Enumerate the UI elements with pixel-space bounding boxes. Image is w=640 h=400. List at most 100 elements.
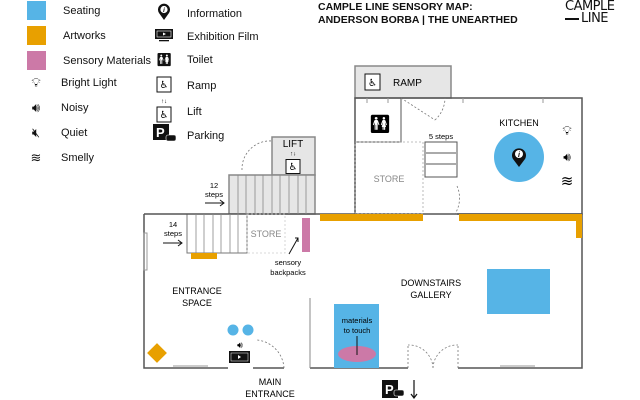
map-title: CAMPLE LINE SENSORY MAP: ANDERSON BORBA … (318, 1, 518, 27)
logo-line-1: CAMPLE (565, 0, 615, 14)
entrance-space-label: ENTRANCE (172, 286, 222, 296)
seating-swatch (27, 1, 46, 20)
ramp-label: RAMP (393, 78, 422, 89)
fourteen-steps-label: steps (164, 229, 182, 238)
legend-label: Seating (63, 4, 101, 17)
svg-text:i: i (163, 8, 165, 14)
store-label: STORE (251, 229, 282, 239)
legend-label: Smelly (61, 152, 95, 164)
svg-text:♿︎: ♿︎ (160, 80, 169, 91)
legend-artworks: Artworks (27, 26, 106, 45)
legend-parking: P Parking (153, 124, 224, 147)
main-floor-walls (143, 213, 583, 369)
ramp-icon: ♿︎ (153, 76, 175, 96)
speaker-loud-icon: 🔊︎ (31, 100, 41, 115)
artworks-swatch (27, 26, 46, 45)
legend-toilet: 🚻︎ Toilet (153, 52, 213, 68)
legend-label: Noisy (61, 102, 89, 114)
parking-icon: P (153, 124, 177, 147)
stairs-14 (186, 213, 248, 254)
legend-noisy: 🔊︎ Noisy (25, 100, 89, 116)
svg-text:♿︎: ♿︎ (289, 162, 298, 173)
tv-icon (153, 28, 175, 45)
legend-label: Parking (187, 129, 225, 142)
info-pin-icon: i (153, 3, 175, 24)
legend-label: Ramp (187, 80, 217, 92)
bright-light-icon: 💡︎ (562, 123, 571, 138)
legend-label: Quiet (61, 127, 88, 139)
downstairs-gallery-label: DOWNSTAIRS (401, 278, 461, 288)
entrance-space-label: SPACE (182, 298, 212, 308)
svg-text:↑↓: ↑↓ (161, 99, 167, 105)
legend-information: i Information (153, 3, 242, 24)
twelve-steps-label: steps (205, 190, 223, 199)
artwork-wall-3 (576, 214, 582, 238)
legend-label: Lift (187, 105, 202, 118)
title-line-1: CAMPLE LINE SENSORY MAP: (318, 1, 473, 13)
sensory-backpacks-label: sensory (275, 258, 302, 267)
smell-icon: ≋ (30, 150, 42, 165)
lift-icon: ↑↓ ♿︎ (153, 97, 175, 126)
main-entrance-label: MAIN (259, 377, 282, 387)
smelly-icon: ≋ (561, 173, 574, 190)
legend-label: Bright Light (61, 77, 117, 89)
sensory-backpacks-shelf (302, 218, 310, 252)
lift-icon: ↑↓ ♿︎ (285, 152, 301, 174)
legend-lift: ↑↓ ♿︎ Lift (153, 97, 202, 126)
materials-label: to touch (344, 326, 371, 335)
legend-bright-light: 💡︎ Bright Light (25, 75, 117, 91)
svg-text:P: P (156, 125, 165, 140)
sensory-swatch (27, 51, 46, 70)
lightbulb-icon: 💡︎ (31, 75, 41, 90)
sensory-backpacks-label: backpacks (270, 268, 306, 277)
legend-sensory-materials: Sensory Materials (27, 51, 151, 70)
legend-label: Toilet (187, 54, 213, 66)
info-pin-icon[interactable]: i (512, 148, 526, 167)
fourteen-steps-count: 14 (169, 220, 177, 229)
artwork-wall-2 (459, 214, 582, 221)
svg-text:♿︎: ♿︎ (160, 110, 169, 121)
arrow-down-icon (410, 380, 418, 399)
lift-label: LIFT (283, 139, 304, 150)
store-label: STORE (374, 174, 405, 184)
legend-seating: Seating (27, 1, 100, 20)
kitchen-label: KITCHEN (499, 118, 539, 128)
twelve-steps-count: 12 (210, 181, 218, 190)
noisy-icon: 🔊︎ (237, 340, 243, 350)
logo-line-2-row: LINE (565, 11, 614, 26)
tv-icon (229, 351, 250, 363)
svg-text:↑↓: ↑↓ (290, 152, 296, 158)
materials-label: materials (342, 316, 373, 325)
arrow-right-icon (205, 199, 225, 207)
main-entrance-label: ENTRANCE (245, 389, 295, 399)
noisy-icon: 🔊︎ (563, 150, 571, 164)
title-line-2: ANDERSON BORBA | THE UNEARTHED (318, 14, 518, 26)
logo-dash (565, 18, 579, 20)
five-steps-label: 5 steps (429, 132, 453, 141)
legend-label: Exhibition Film (187, 30, 259, 43)
seating-gallery (487, 269, 550, 314)
artwork-wall-1 (320, 214, 423, 221)
speaker-muted-icon: 🔇︎ (31, 125, 41, 140)
seating-stool (242, 324, 254, 336)
toilet-icon: 🚻︎ (369, 114, 392, 134)
legend-smelly: ≋ Smelly (25, 150, 94, 166)
svg-text:P: P (385, 382, 394, 397)
svg-text:i: i (518, 152, 521, 159)
toilet-icon: 🚻︎ (155, 52, 173, 67)
svg-text:♿︎: ♿︎ (368, 78, 377, 89)
arrow-icon (288, 237, 299, 255)
logo-line-2: LINE (581, 11, 609, 26)
parking-icon[interactable]: P (382, 380, 405, 398)
artwork-diamond (147, 343, 167, 363)
legend-quiet: 🔇︎ Quiet (25, 125, 87, 141)
legend-exhibition-film: Exhibition Film (153, 28, 259, 45)
legend-label: Information (187, 7, 243, 20)
arrow-right-icon (163, 239, 183, 247)
cample-line-logo: CAMPLE LINE (565, 0, 615, 26)
stair-treads (195, 175, 307, 253)
legend-label: Artworks (63, 29, 106, 42)
ramp-icon: ♿︎ (364, 73, 381, 91)
